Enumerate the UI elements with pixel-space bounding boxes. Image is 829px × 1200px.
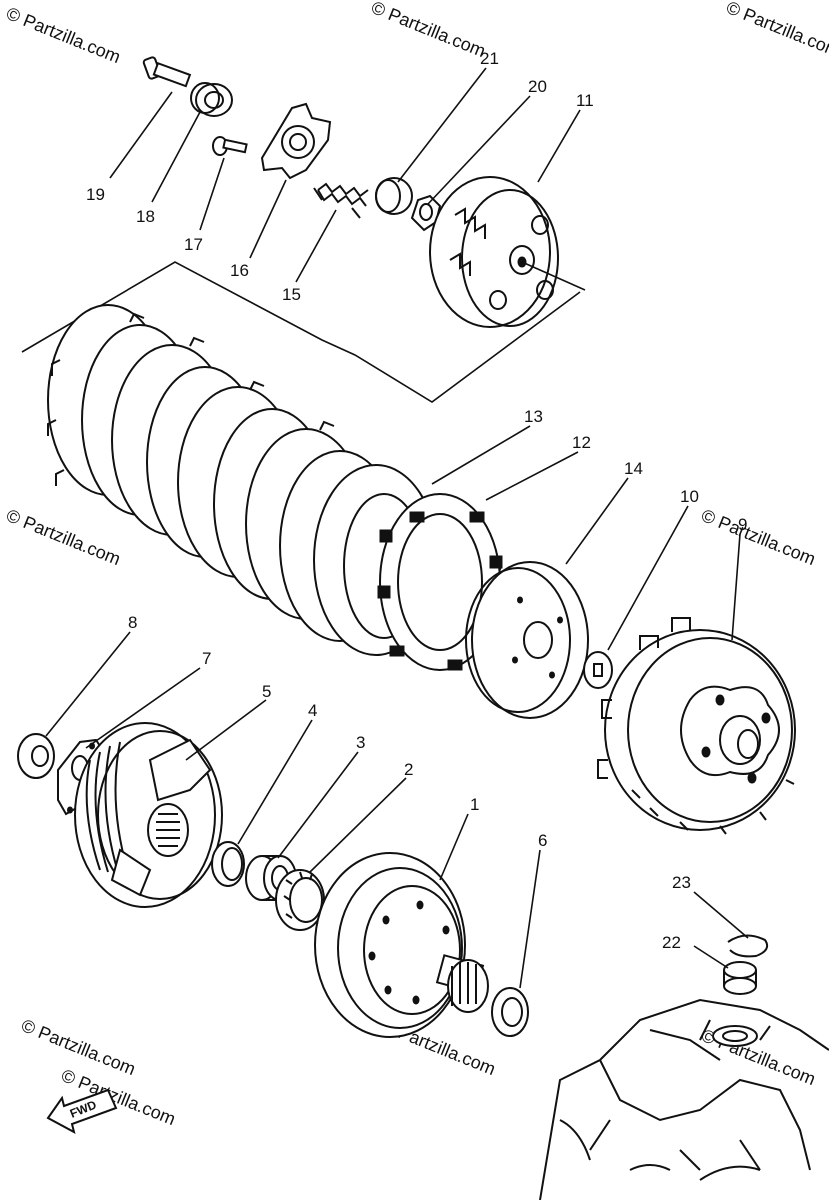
part-4-circlip xyxy=(211,841,245,887)
callout-7: 7 xyxy=(202,649,211,668)
callout-18: 18 xyxy=(136,207,155,226)
part-11-hub xyxy=(429,176,586,328)
part-23-circlip xyxy=(727,934,769,958)
part-10-washer xyxy=(583,651,613,689)
part-9-clutch-housing xyxy=(597,617,796,835)
callout-4: 4 xyxy=(308,701,317,720)
part-15-spring xyxy=(313,182,369,219)
part-21-washer xyxy=(375,177,413,215)
callout-16: 16 xyxy=(230,261,249,280)
part-16-plate xyxy=(260,102,332,180)
part-18-bearing xyxy=(190,82,233,117)
callout-21: 21 xyxy=(480,49,499,68)
watermark: © Partzilla.com xyxy=(724,0,829,61)
callout-8: 8 xyxy=(128,613,137,632)
callout-5: 5 xyxy=(262,682,271,701)
watermark: © Partzilla.com xyxy=(4,505,124,569)
part-6-washer xyxy=(491,987,529,1037)
watermark: © Partzilla.com xyxy=(4,3,124,67)
part-13-plate-stack xyxy=(47,304,439,656)
part-8-washer xyxy=(17,733,55,779)
callout-19: 19 xyxy=(86,185,105,204)
part-20-lockwasher xyxy=(410,194,442,232)
callout-6: 6 xyxy=(538,831,547,850)
watermark: © Partzilla.com xyxy=(699,505,819,569)
callout-14: 14 xyxy=(624,459,643,478)
callout-12: 12 xyxy=(572,433,591,452)
part-5-centrifugal-clutch xyxy=(74,722,223,908)
crankcase xyxy=(539,998,829,1200)
callout-13: 13 xyxy=(524,407,543,426)
leader-lines xyxy=(45,67,749,989)
callout-9: 9 xyxy=(738,515,747,534)
part-22-plug xyxy=(723,961,757,995)
watermark: © Partzilla.com xyxy=(369,0,489,61)
part-19-bolt xyxy=(142,56,192,88)
callout-11: 11 xyxy=(576,91,594,110)
part-1-clutch-drum xyxy=(314,852,489,1038)
callout-22: 22 xyxy=(662,933,681,952)
callout-20: 20 xyxy=(528,77,547,96)
callout-3: 3 xyxy=(356,733,365,752)
callout-23: 23 xyxy=(672,873,691,892)
callout-1: 1 xyxy=(470,795,479,814)
callout-17: 17 xyxy=(184,235,203,254)
part-17-bolt xyxy=(212,136,248,156)
fwd-arrow: FWD xyxy=(46,1088,118,1134)
callout-10: 10 xyxy=(680,487,699,506)
callout-2: 2 xyxy=(404,760,413,779)
callout-labels: 1 2 3 4 5 6 7 8 9 10 11 12 13 14 15 16 1… xyxy=(86,49,747,952)
callout-15: 15 xyxy=(282,285,301,304)
part-14-pressure-plate xyxy=(465,561,589,719)
